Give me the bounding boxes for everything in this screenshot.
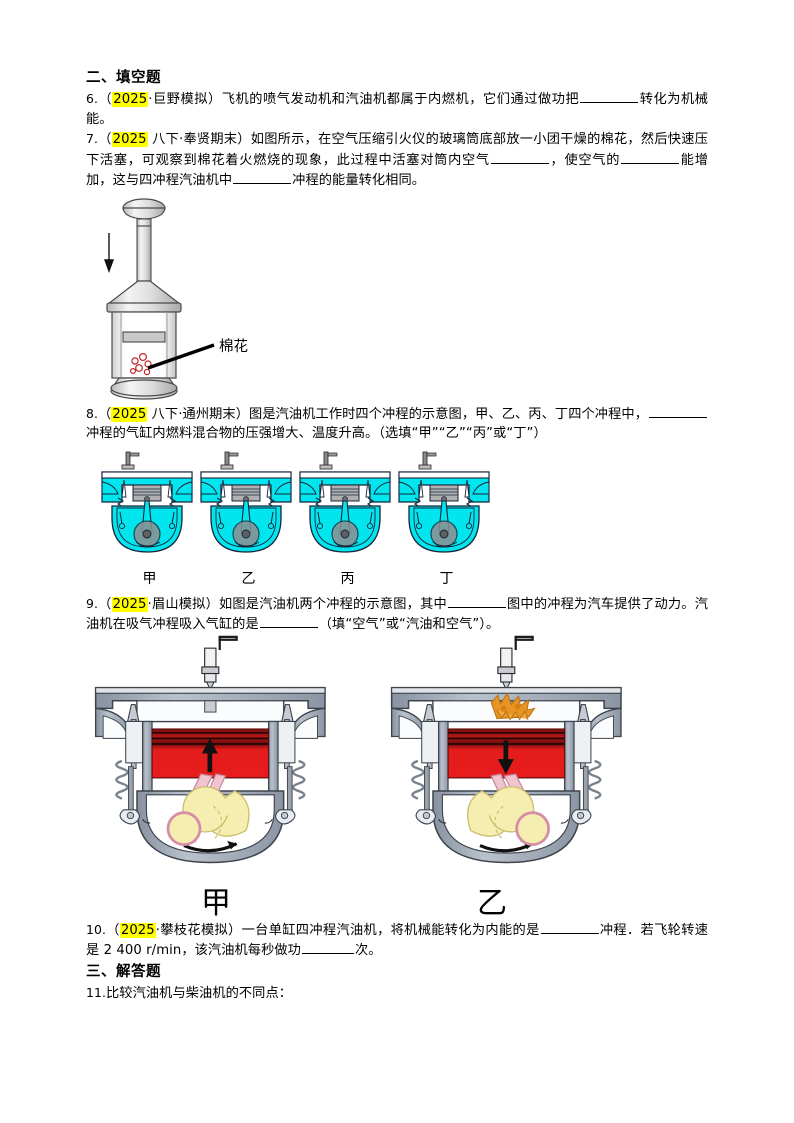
question-6-blank-1[interactable]	[580, 89, 639, 103]
piston-rod	[136, 224, 152, 282]
figure-9-caption-row: 甲 乙	[86, 878, 708, 922]
four-stroke-svg	[101, 450, 490, 553]
caption-yi-large: 乙	[477, 885, 507, 921]
figure-air-compression-igniter: 棉花	[86, 191, 708, 404]
question-7-text-b: ，使空气的	[549, 152, 621, 168]
question-10-year-tag: 2025	[119, 922, 156, 938]
cotton-leader-line	[147, 342, 215, 370]
question-7-text-d: 冲程的能量转化相同。	[292, 173, 426, 188]
question-9-number: 9.	[86, 595, 99, 611]
question-8-source: 八下·通州期末	[147, 406, 236, 422]
question-10-source: ·攀枝花模拟	[155, 922, 229, 938]
crank-assembly-yi	[467, 772, 551, 846]
collar-cone	[106, 279, 182, 305]
question-8: 8.（2025 八下·通州期末）图是汽油机工作时四个冲程的示意图，甲、乙、丙、丁…	[86, 404, 708, 444]
question-9-blank-2[interactable]	[259, 614, 318, 628]
question-11-text-a: 比较汽油机与柴油机的不同点：	[106, 985, 293, 1001]
section-heading-answer: 三、解答题	[86, 963, 161, 980]
question-7-blank-2[interactable]	[621, 150, 680, 164]
content-column: 二、填空题 6.（2025·巨野模拟）飞机的喷气发动机和汽油机都属于内燃机，它们…	[86, 68, 708, 1003]
engine-diagram-yi	[390, 634, 623, 864]
question-9-text-c: （填“空气”或“汽油和空气”）。	[318, 617, 500, 632]
question-10-open-paren: （	[106, 922, 120, 938]
question-9-year-tag: 2025	[111, 596, 148, 612]
question-9-text-b: 图中的冲程为汽车提供了动力。汽油机在吸气冲程吸入气缸的是	[86, 596, 708, 633]
combustion-flame-icon	[490, 691, 536, 721]
question-6-text-a: 飞机的喷气发动机和汽油机都属于内燃机，它们通过做功把	[221, 92, 580, 107]
down-arrow-icon	[104, 232, 114, 273]
question-6-source: ·巨野模拟	[148, 92, 208, 107]
stroke-diagram-jia	[101, 450, 193, 553]
igniter-svg	[104, 197, 215, 400]
question-9-text-a: 如图是汽油机两个冲程的示意图，其中	[218, 596, 447, 612]
figure-four-stroke-engine: 甲 乙 丙 丁	[86, 444, 708, 594]
question-7-blank-3[interactable]	[233, 170, 292, 184]
cotton-label: 棉花	[219, 338, 248, 355]
stroke-diagram-ding	[398, 450, 490, 553]
igniter-base	[110, 376, 178, 400]
figure-8-caption-row: 甲 乙 丙 丁	[86, 568, 708, 588]
question-7: 7.（2025 八下·奉贤期末）如图所示，在空气压缩引火仪的玻璃筒底部放一小团干…	[86, 129, 708, 191]
question-10-close-paren: ）	[228, 922, 242, 938]
question-10-text-b: 冲程．若飞轮转速是 2 400 r/min，该汽油机每秒做功	[86, 922, 708, 959]
question-8-blank-1[interactable]	[649, 404, 707, 418]
question-10-text-a: 一台单缸四冲程汽油机，将机械能转化为内能的是	[241, 922, 540, 938]
question-6-number: 6.	[86, 91, 99, 106]
question-8-number: 8.	[86, 405, 99, 421]
glass-cylinder	[111, 310, 177, 379]
stroke-diagram-bing	[299, 450, 391, 553]
question-9-blank-1[interactable]	[447, 594, 506, 608]
caption-yi: 乙	[241, 570, 256, 587]
question-6-text-b: 转化为机械能。	[86, 92, 708, 127]
collar-ring	[106, 301, 182, 313]
question-7-source: 八下·奉贤期末	[147, 132, 238, 147]
caption-ding: 丁	[439, 570, 454, 587]
question-9: 9.（2025·眉山模拟）如图是汽油机两个冲程的示意图，其中图中的冲程为汽车提供…	[86, 594, 708, 635]
arrow-up-icon-jia	[201, 737, 218, 772]
question-11-number: 11.	[86, 984, 107, 1000]
question-10-text-c: 次。	[354, 943, 382, 958]
question-8-close-paren: ）	[235, 406, 250, 422]
question-10: 10.（2025·攀枝花模拟）一台单缸四冲程汽油机，将机械能转化为内能的是冲程．…	[86, 920, 708, 961]
question-9-open-paren: （	[98, 596, 112, 612]
question-6-open-paren: （	[98, 92, 113, 107]
question-6: 6.（2025·巨野模拟）飞机的喷气发动机和汽油机都属于内燃机，它们通过做功把转…	[86, 89, 708, 129]
section-heading-fill-in-blank: 二、填空题	[86, 70, 161, 86]
cotton-wad	[129, 352, 152, 375]
two-stroke-svg	[94, 634, 623, 864]
caption-jia: 甲	[142, 570, 157, 587]
question-9-source: ·眉山模拟	[147, 596, 206, 612]
question-7-year-tag: 2025	[111, 132, 148, 147]
question-10-blank-2[interactable]	[301, 940, 354, 954]
question-7-open-paren: （	[98, 132, 112, 147]
question-6-year-tag: 2025	[112, 92, 149, 107]
question-10-number: 10.	[86, 921, 107, 937]
question-8-text-a: 图是汽油机工作时四个冲程的示意图，甲、乙、丙、丁四个冲程中，	[249, 406, 648, 422]
question-8-year-tag: 2025	[111, 406, 148, 422]
crank-assembly-jia	[166, 772, 250, 846]
engine-diagram-jia	[94, 634, 327, 864]
caption-jia-large: 甲	[201, 885, 231, 921]
question-11: 11.比较汽油机与柴油机的不同点：	[86, 983, 708, 1004]
arrow-down-icon-yi	[497, 739, 514, 774]
question-7-text-c: 能增加，这与四冲程汽油机中	[86, 152, 709, 189]
question-7-blank-1[interactable]	[490, 150, 549, 164]
question-6-close-paren: ）	[207, 92, 222, 107]
question-7-number: 7.	[86, 131, 99, 146]
question-7-close-paren: ）	[237, 132, 251, 147]
caption-bing: 丙	[340, 570, 355, 587]
igniter-handle	[122, 197, 166, 227]
piston-head	[122, 330, 166, 343]
question-8-text-b: 冲程的气缸内燃料混合物的压强增大、温度升高。（选填“甲”“乙”“丙”或“丁”）	[86, 426, 547, 441]
question-7-text-a: 如图所示，在空气压缩引火仪的玻璃筒底部放一小团干燥的棉花，然后快速压下活塞，可观…	[86, 132, 708, 168]
figure-two-stroke-engine: 甲 乙	[86, 634, 708, 922]
question-10-blank-1[interactable]	[540, 920, 599, 934]
question-9-close-paren: ）	[205, 596, 219, 612]
question-8-open-paren: （	[98, 406, 112, 422]
stroke-diagram-yi	[200, 450, 292, 553]
